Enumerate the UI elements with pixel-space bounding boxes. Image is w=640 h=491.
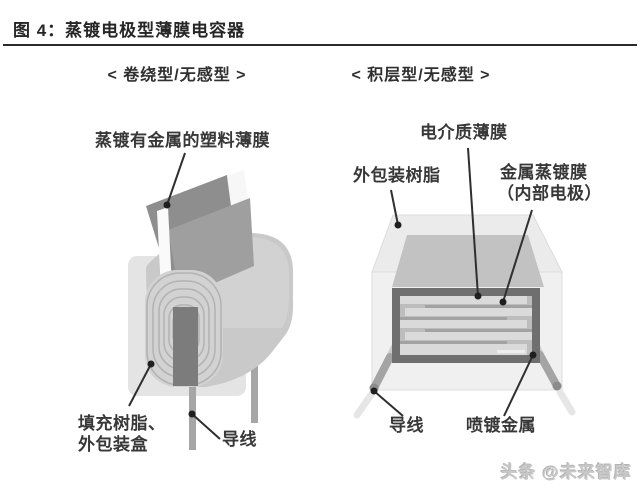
label-metal-film-2: （内部电极）	[497, 184, 602, 203]
leader-line-lead-right	[373, 390, 404, 417]
label-outer-resin: 外包装树脂	[353, 166, 441, 185]
leader-dot-sprayed-metal	[529, 351, 537, 359]
label-lead-wire-right: 导线	[389, 416, 424, 435]
leader-line-dielectric	[467, 147, 479, 297]
label-lead-wire-left: 导线	[222, 430, 257, 449]
metallized-strip	[173, 307, 198, 386]
leader-line-lead-left	[191, 413, 221, 440]
lead-wire-left	[189, 360, 196, 450]
label-filling-resin-1: 填充树脂、	[78, 414, 166, 433]
left-leader-dots	[147, 201, 196, 418]
leader-dot-outer-resin	[394, 221, 402, 229]
leader-dot-dielectric	[474, 292, 482, 300]
electrode-strips	[400, 305, 532, 344]
rod-cap-right	[552, 381, 562, 391]
film-edge-strip-left	[157, 207, 172, 291]
leader-dot-film	[163, 201, 171, 209]
leader-dot-metal-film	[499, 298, 507, 306]
leader-dot-lead-left	[188, 410, 196, 418]
left-panel-header: < 卷绕型/无感型 >	[107, 67, 247, 84]
leader-dot-resin	[147, 360, 155, 368]
leader-line-resin	[128, 363, 152, 407]
rod-shadow-left	[353, 391, 375, 419]
wound-capacitor-diagram	[128, 152, 294, 450]
label-metal-film-1: 金属蒸镀膜	[500, 163, 588, 182]
stack-bottom-chip	[497, 350, 525, 353]
element-top-face	[392, 235, 544, 287]
right-leader-dots	[370, 221, 537, 395]
leader-line-metal-film	[502, 209, 533, 303]
label-dielectric-film: 电介质薄膜	[420, 123, 508, 142]
right-leader-lines	[373, 147, 534, 417]
leader-dot-lead-right	[370, 387, 378, 395]
title-rule	[3, 44, 637, 46]
lead-wire-right	[251, 330, 258, 423]
film-edge-strip-right	[227, 170, 248, 206]
leader-line-outer-resin	[390, 189, 399, 226]
stacked-capacitor-diagram	[353, 147, 576, 419]
figure-title: 图 4：蒸镀电极型薄膜电容器	[13, 21, 246, 40]
watermark: 头条 @未来智库	[500, 463, 632, 482]
label-sprayed-metal: 喷镀金属	[466, 416, 536, 435]
right-panel-header: < 积层型/无感型 >	[351, 67, 491, 84]
dielectric-bars	[400, 296, 532, 355]
leader-line-sprayed-metal	[503, 354, 534, 417]
rod-shadow-right	[556, 388, 576, 416]
left-leader-lines	[128, 152, 221, 440]
label-filling-resin-2: 外包装盒	[78, 435, 148, 454]
label-metallized-film: 蒸镀有金属的塑料薄膜	[95, 131, 270, 150]
leader-line-film	[166, 152, 186, 206]
